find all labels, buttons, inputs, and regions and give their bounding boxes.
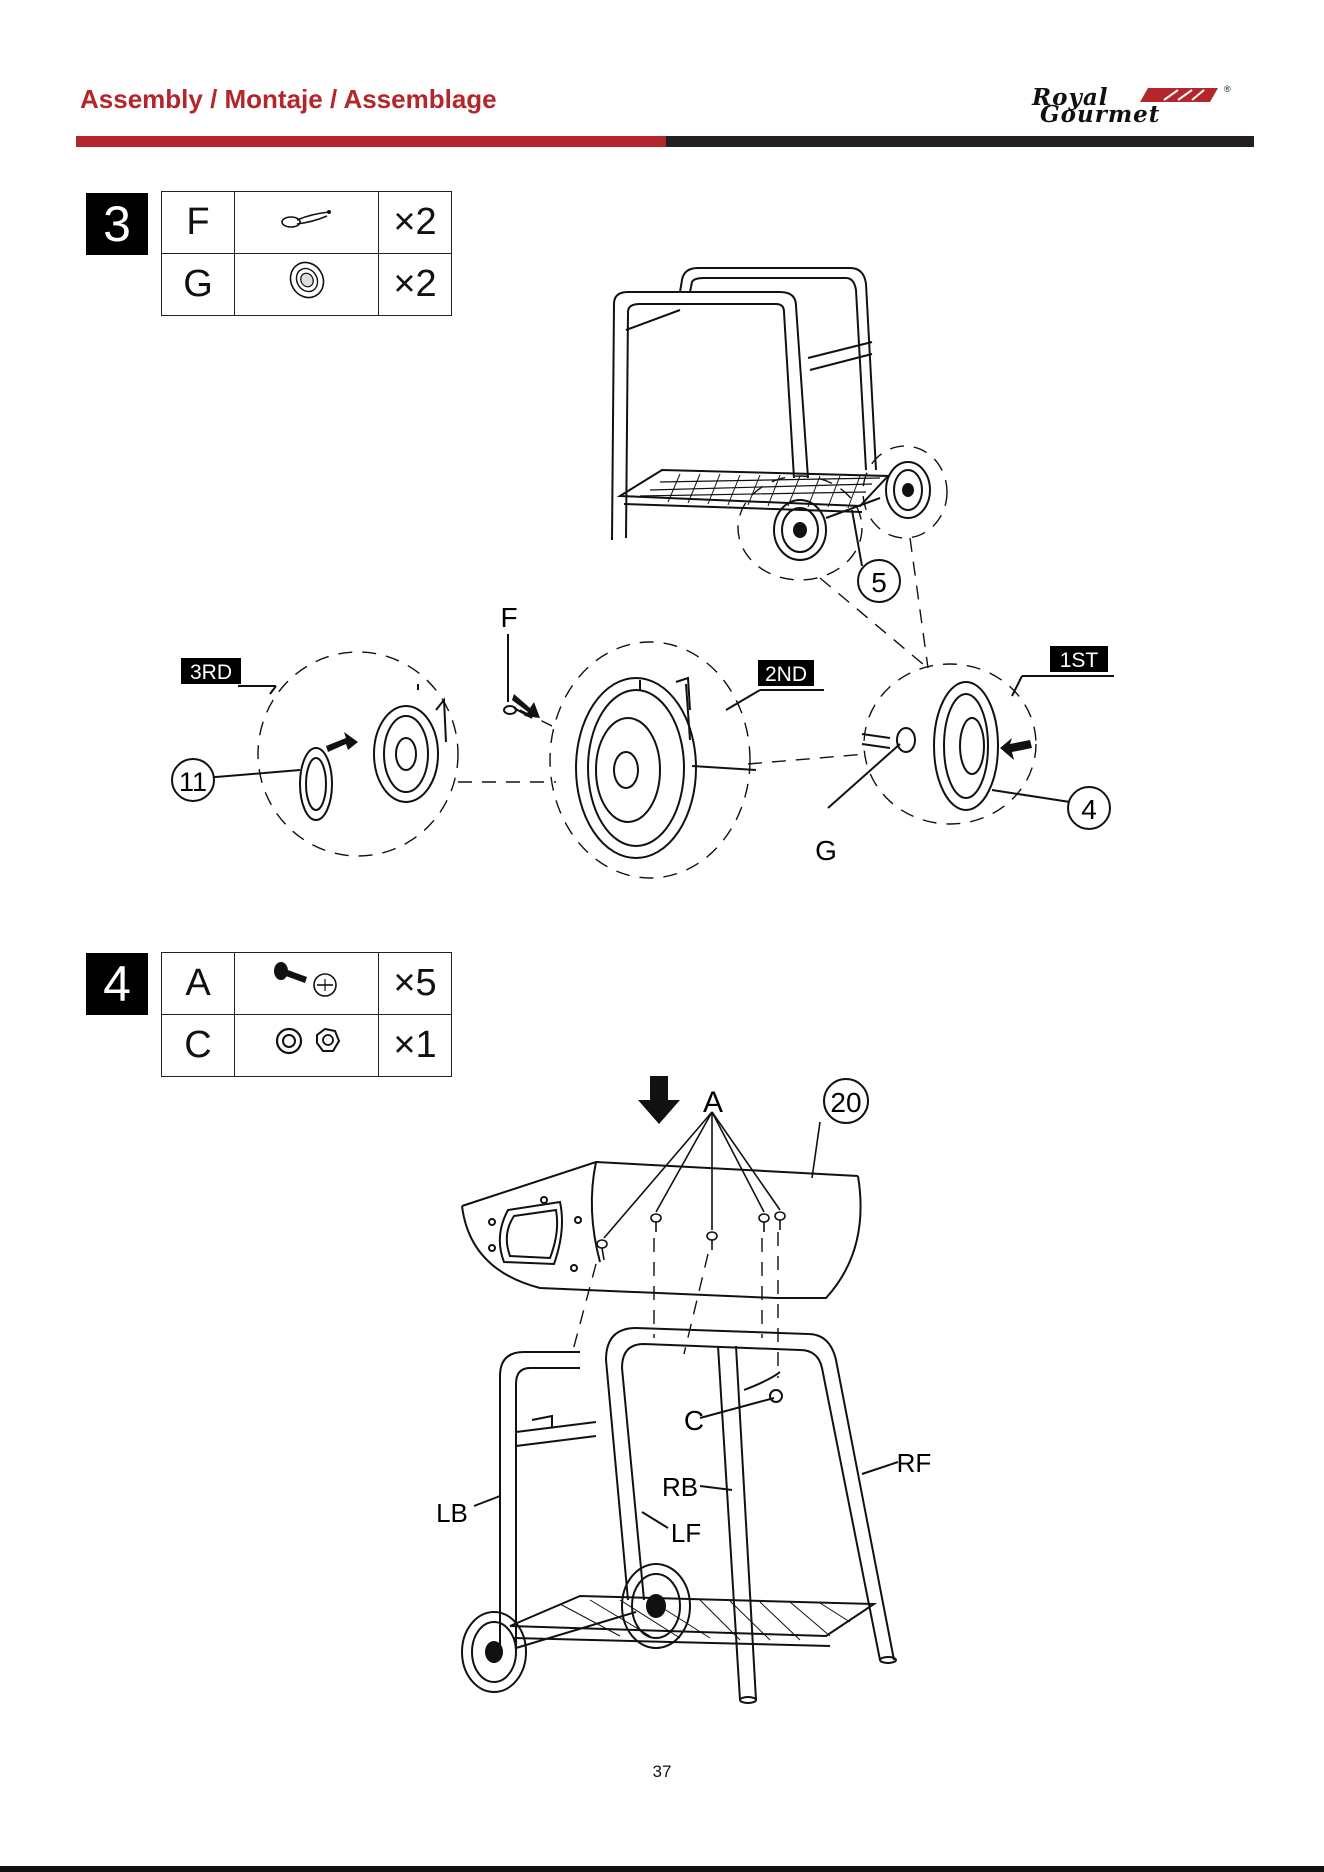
page-number: 37 bbox=[0, 1762, 1324, 1782]
cart-wheel-right bbox=[622, 1564, 690, 1648]
label-rb: RB bbox=[662, 1472, 698, 1502]
cart-frame bbox=[500, 1328, 896, 1703]
footer-bar bbox=[0, 1866, 1324, 1872]
callout-part-C: C bbox=[684, 1405, 704, 1436]
callout-part-A: A bbox=[703, 1086, 723, 1119]
firebox-20 bbox=[462, 1162, 861, 1298]
step-4-diagram: A 20 C RB RF LB LF bbox=[0, 0, 1324, 1760]
callout-part-20: 20 bbox=[830, 1087, 861, 1118]
label-rf: RF bbox=[897, 1448, 932, 1478]
label-lb: LB bbox=[436, 1498, 468, 1528]
label-lf: LF bbox=[671, 1518, 701, 1548]
cart-wheel-left bbox=[462, 1612, 526, 1692]
